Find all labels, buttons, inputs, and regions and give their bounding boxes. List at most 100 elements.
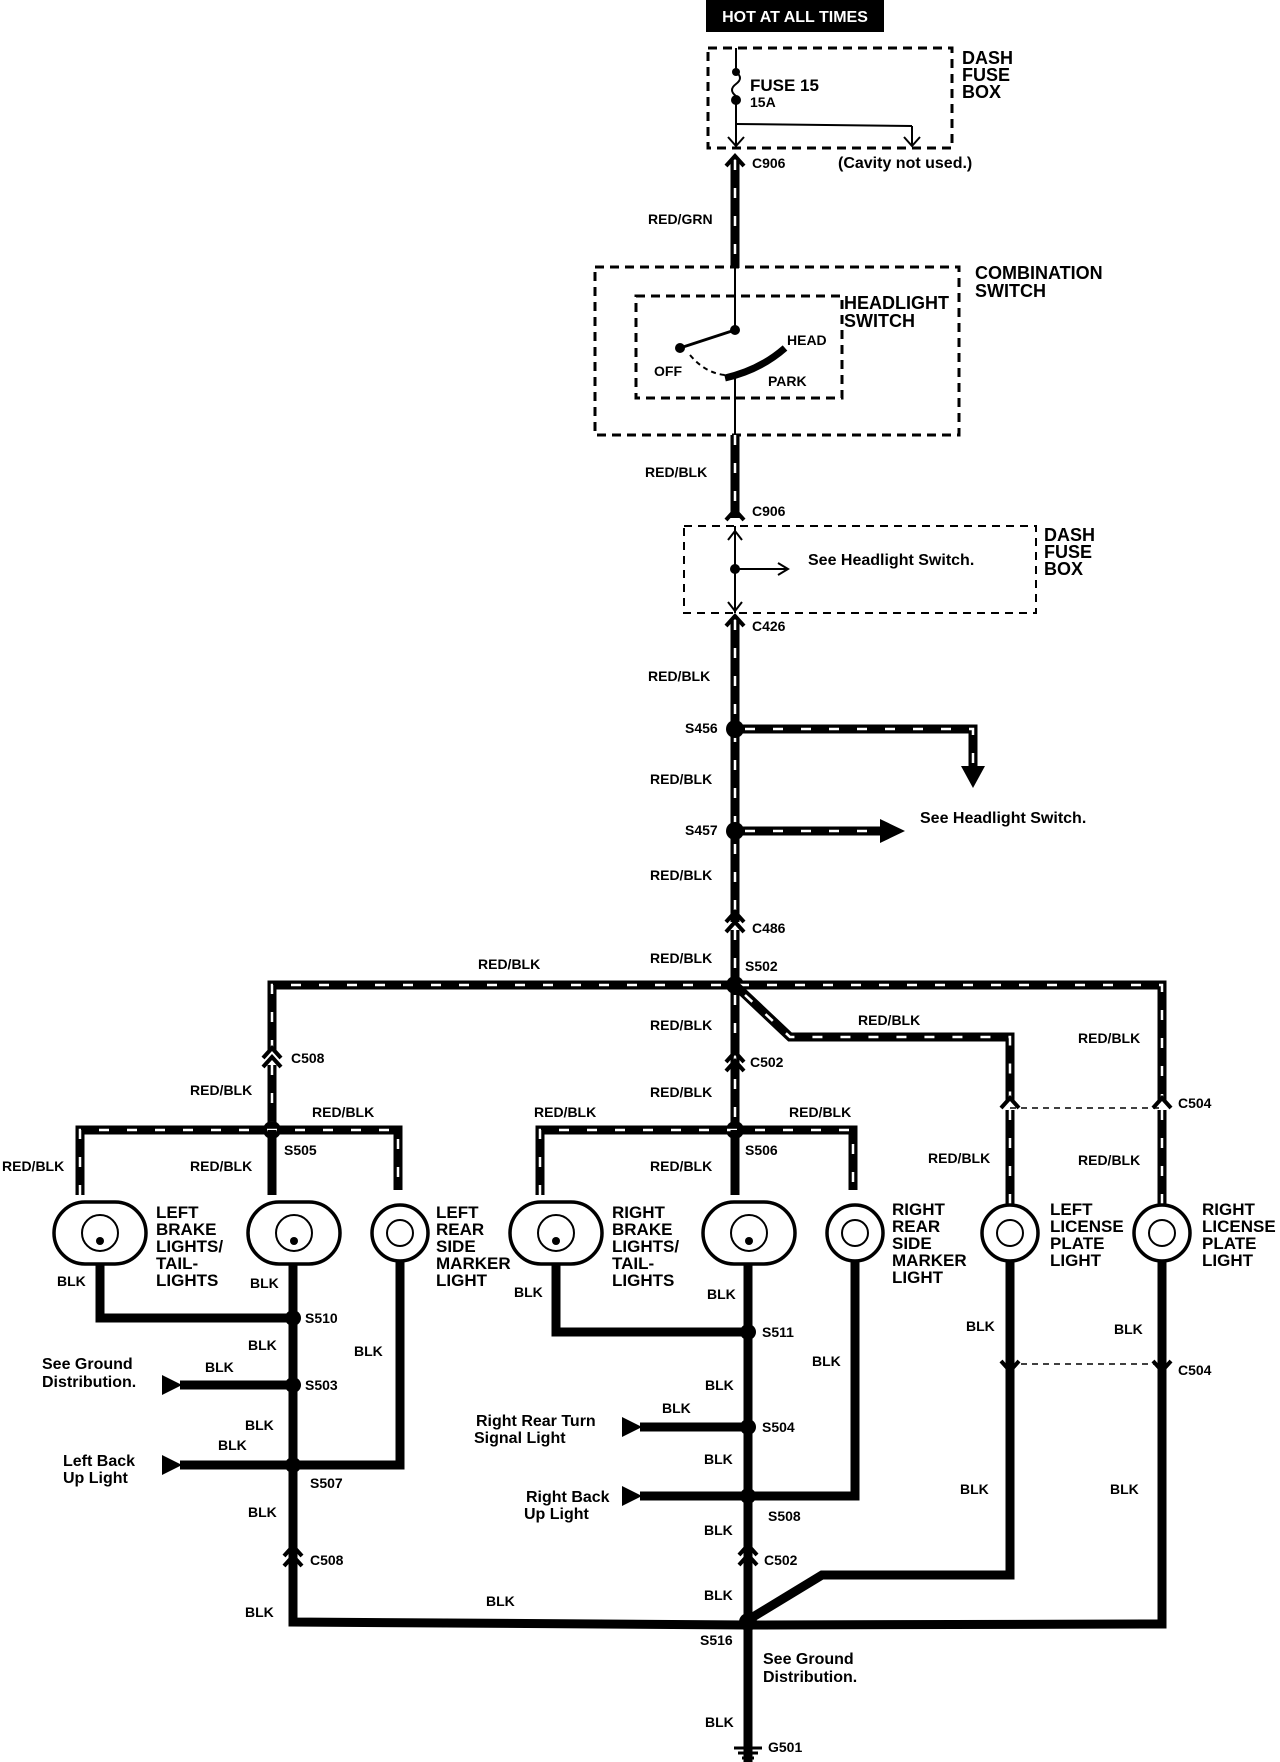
- left-brake-label-4: TAIL-: [156, 1254, 198, 1273]
- wire-blk-label-18: BLK: [704, 1587, 733, 1603]
- wire-red-blk-label-top-left: RED/BLK: [478, 956, 540, 972]
- right-marker-label: RIGHT: [892, 1200, 946, 1219]
- switch-blade: [679, 328, 736, 350]
- see-headlight-switch-note-2: See Headlight Switch.: [920, 810, 1086, 827]
- wire-blk-label-19: BLK: [966, 1318, 995, 1334]
- c426-label: C426: [752, 618, 786, 634]
- right-brake-lamp: [508, 1200, 604, 1266]
- ground-distribution-note: See Ground: [763, 1651, 854, 1668]
- s505-label: S505: [284, 1142, 317, 1158]
- dash-fuse-box-mid-label-3: BOX: [1044, 559, 1083, 579]
- c504-bottom-label: C504: [1178, 1362, 1212, 1378]
- c508-bottom-label: C508: [310, 1552, 344, 1568]
- right-marker-label-3: SIDE: [892, 1234, 932, 1253]
- s508-label: S508: [768, 1508, 801, 1524]
- left-brake-label: LEFT: [156, 1203, 199, 1222]
- combination-switch-label: COMBINATION: [975, 263, 1103, 283]
- wire-red-blk-label-16: RED/BLK: [1078, 1152, 1140, 1168]
- right-rear-turn-note-2: Signal Light: [474, 1430, 566, 1447]
- s502-label: S502: [745, 958, 778, 974]
- wire-red-blk-label-1: RED/BLK: [645, 464, 707, 480]
- left-brake-lamp: [52, 1200, 148, 1266]
- wire-blk-label-9: BLK: [245, 1604, 274, 1620]
- dash-fuse-box-mid-label: DASH: [1044, 525, 1095, 545]
- wire-blk-label-6: BLK: [218, 1437, 247, 1453]
- right-tail-lamp: [701, 1200, 797, 1266]
- right-brake-label-2: BRAKE: [612, 1220, 672, 1239]
- wire-blk-label-2: BLK: [250, 1275, 279, 1291]
- left-marker-label-4: MARKER: [436, 1254, 511, 1273]
- wire-blk-label-14: BLK: [662, 1400, 691, 1416]
- c486-label: C486: [752, 920, 786, 936]
- left-marker-lamp: [370, 1203, 430, 1263]
- s511-splice: [740, 1324, 756, 1340]
- right-brake-label: RIGHT: [612, 1203, 666, 1222]
- dash-fuse-box-top-label-2: FUSE: [962, 65, 1010, 85]
- left-marker-label-3: SIDE: [436, 1237, 476, 1256]
- s456-arrow: [961, 766, 985, 788]
- fuse-15-rating: 15A: [750, 94, 776, 110]
- wire-blk-label-22: BLK: [1110, 1481, 1139, 1497]
- wire-blk-label-16: BLK: [812, 1353, 841, 1369]
- right-back-up-note: Right Back: [526, 1489, 610, 1506]
- s457-arrow: [880, 819, 905, 843]
- g501-label: G501: [768, 1739, 802, 1755]
- c906-top-label: C906: [752, 155, 786, 171]
- s456-label: S456: [685, 720, 718, 736]
- dash-fuse-box-top-label-3: BOX: [962, 82, 1001, 102]
- wire-blk-label-17: BLK: [704, 1522, 733, 1538]
- left-marker-label: LEFT: [436, 1203, 479, 1222]
- left-license-lamp: [980, 1203, 1040, 1263]
- c906-mid-label: C906: [752, 503, 786, 519]
- right-rear-turn-note: Right Rear Turn: [476, 1413, 596, 1430]
- left-brake-label-5: LIGHTS: [156, 1271, 218, 1290]
- left-license-label-4: LIGHT: [1050, 1251, 1102, 1270]
- right-license-label-3: PLATE: [1202, 1234, 1256, 1253]
- dash-fuse-box-mid: [683, 525, 1037, 614]
- left-marker-label-5: LIGHT: [436, 1271, 488, 1290]
- c508-top-label: C508: [291, 1050, 325, 1066]
- cavity-not-used-note: (Cavity not used.): [838, 155, 972, 172]
- wire-red-blk-label-9: RED/BLK: [312, 1104, 374, 1120]
- wire-blk-label-7: BLK: [354, 1343, 383, 1359]
- left-back-up-note-2: Up Light: [63, 1470, 129, 1487]
- fuse-symbol: [731, 71, 741, 97]
- wire-blk-label-11: BLK: [514, 1284, 543, 1300]
- hot-at-all-times-banner: [706, 0, 884, 32]
- wire-blk-label-8: BLK: [248, 1504, 277, 1520]
- right-brake-label-4: TAIL-: [612, 1254, 654, 1273]
- left-brake-label-3: LIGHTS/: [156, 1237, 223, 1256]
- left-tail-lamp: [246, 1200, 342, 1266]
- s504-label: S504: [762, 1419, 795, 1435]
- s511-label: S511: [762, 1324, 794, 1340]
- right-license-label: RIGHT: [1202, 1200, 1256, 1219]
- right-marker-label-2: REAR: [892, 1217, 940, 1236]
- s507-label: S507: [310, 1475, 343, 1491]
- headlight-switch-label: HEADLIGHT: [844, 293, 949, 313]
- wire-red-blk-label-8: RED/BLK: [190, 1082, 252, 1098]
- hot-at-all-times-label: HOT AT ALL TIMES: [722, 9, 868, 26]
- dash-fuse-box-mid-label-2: FUSE: [1044, 542, 1092, 562]
- switch-contact-arc: [724, 345, 788, 382]
- wire-blk-label-23: BLK: [705, 1714, 734, 1730]
- wire-red-blk-label-2: RED/BLK: [648, 668, 710, 684]
- dash-fuse-box-top: [706, 46, 954, 150]
- wire-red-grn-label: RED/GRN: [648, 211, 713, 227]
- wire-blk-label-21: BLK: [960, 1481, 989, 1497]
- c502-mid-label: C502: [750, 1054, 784, 1070]
- wire-blk-label-1: BLK: [57, 1273, 86, 1289]
- s457-label: S457: [685, 822, 718, 838]
- wire-red-blk-label-7: RED/BLK: [650, 1084, 712, 1100]
- ground-dist-arrow-left: [162, 1375, 182, 1395]
- wire-red-blk-label-5: RED/BLK: [650, 950, 712, 966]
- left-license-label: LEFT: [1050, 1200, 1093, 1219]
- wire-red-blk-label-3: RED/BLK: [650, 771, 712, 787]
- dash-fuse-box-top-label: DASH: [962, 48, 1013, 68]
- wire-blk-label-15: BLK: [704, 1451, 733, 1467]
- left-back-up-note: Left Back: [63, 1453, 135, 1470]
- wire-red-blk-label-diag: RED/BLK: [858, 1012, 920, 1028]
- wire-red-blk-label-15: RED/BLK: [928, 1150, 990, 1166]
- right-marker-label-5: LIGHT: [892, 1268, 944, 1287]
- switch-pos-park: PARK: [768, 373, 807, 389]
